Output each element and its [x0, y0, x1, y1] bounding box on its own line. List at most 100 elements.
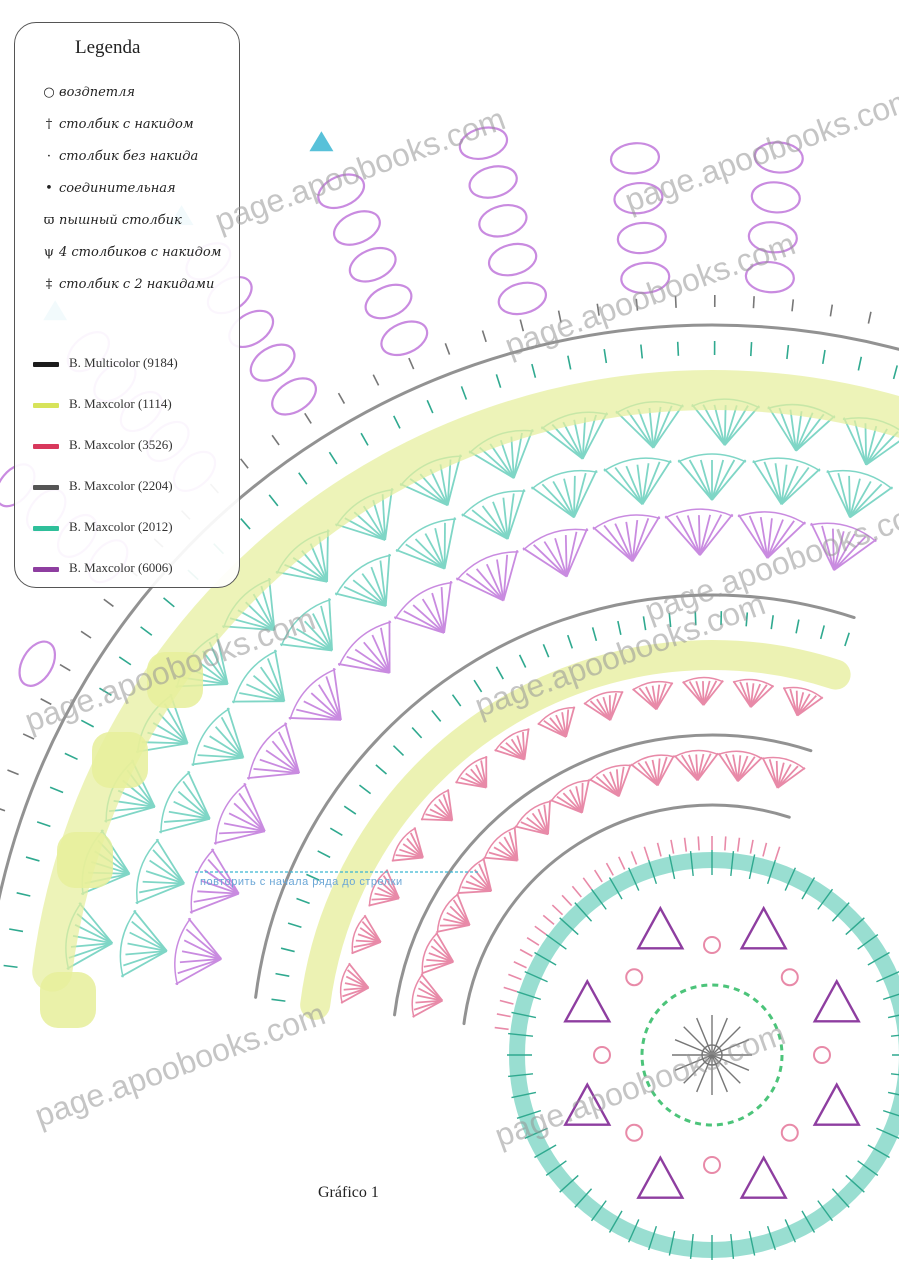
- purple-petal: [747, 221, 798, 254]
- teal-fan-cluster: [461, 489, 526, 540]
- purple-petal: [271, 377, 317, 416]
- pink-fan-cluster: [682, 676, 724, 706]
- teal-stitch-row: [25, 856, 40, 862]
- purple-petal: [487, 242, 538, 277]
- purple-petal: [497, 281, 548, 316]
- teal-fan-cluster: [280, 598, 333, 652]
- purple-petal: [620, 261, 671, 295]
- purple-petal: [468, 165, 518, 199]
- yarn-color-swatch: [33, 484, 59, 490]
- purple-petal: [753, 141, 804, 174]
- teal-stitch-row: [271, 998, 286, 1002]
- gray-stitch-row: [7, 769, 19, 776]
- stitch-symbol-label: столбик без накида: [59, 149, 199, 164]
- medallion-stitch: [608, 877, 623, 900]
- pink-fan-cluster: [483, 826, 519, 862]
- teal-stitch-row: [329, 827, 343, 837]
- gray-stitch-row: [674, 295, 677, 308]
- medallion-pink-loop: [625, 1123, 644, 1142]
- medallion-petal: [563, 978, 612, 1023]
- medallion-stitch: [766, 859, 777, 885]
- medallion-center-spoke: [711, 1039, 750, 1056]
- medallion-stitch: [817, 1200, 834, 1222]
- purple-petal: [609, 142, 661, 175]
- medallion-center-spoke: [711, 1026, 741, 1056]
- pink-stitch-row: [605, 862, 614, 876]
- gray-stitch-row: [519, 319, 525, 332]
- pink-stitch-row: [519, 948, 533, 957]
- pink-fan-cluster: [673, 749, 719, 781]
- teal-stitch-row: [306, 873, 320, 881]
- pink-fan-cluster: [583, 690, 624, 721]
- chart-caption: Gráfico 1: [318, 1184, 379, 1201]
- medallion-stitch: [784, 1219, 797, 1243]
- teal-stitch-row: [317, 850, 331, 859]
- teal-stitch-row: [495, 666, 504, 680]
- gray-stitch-row: [80, 630, 92, 639]
- medallion-stitch: [647, 1225, 658, 1251]
- pink-stitch-row: [494, 1026, 509, 1031]
- yarn-color-label: B. Maxcolor (2204): [69, 478, 173, 493]
- pink-fan-cluster: [589, 764, 632, 798]
- pink-stitch-row: [499, 999, 514, 1005]
- medallion-stitch: [574, 1188, 593, 1208]
- medallion-stitch: [627, 1219, 640, 1243]
- medallion-stitch: [890, 1073, 899, 1076]
- medallion-center-ring: [701, 1044, 723, 1066]
- gray-chain-arc: [393, 733, 813, 1017]
- medallion-center-spoke: [711, 1054, 728, 1093]
- yarn-color-swatch: [33, 361, 59, 367]
- stitch-symbol-icon: ψ: [43, 245, 55, 260]
- yarn-color-label: B. Maxcolor (2012): [69, 519, 173, 534]
- lime-block: [147, 652, 203, 708]
- medallion-pink-loop: [625, 968, 644, 987]
- pink-fan-cluster: [632, 680, 674, 711]
- gray-stitch-row: [372, 374, 380, 386]
- pink-stitch-row: [513, 961, 527, 969]
- lime-block: [57, 832, 113, 888]
- lime-band: [32, 370, 899, 992]
- teal-fan-cluster: [119, 909, 168, 978]
- gray-stitch-row: [635, 298, 639, 311]
- purple-petal: [380, 320, 429, 357]
- teal-stitch-row: [426, 399, 434, 414]
- gray-chain-arc: [254, 593, 856, 999]
- stitch-symbol-icon: ϖ: [43, 213, 55, 228]
- medallion-pink-loop: [780, 968, 799, 987]
- teal-stitch-row: [694, 611, 697, 626]
- pink-fan-cluster: [550, 779, 590, 814]
- teal-stitch-row: [287, 922, 302, 929]
- medallion-stitch: [559, 1174, 579, 1193]
- medallion-stitch: [516, 990, 542, 1001]
- pink-fan-cluster: [514, 800, 552, 836]
- gray-stitch-row: [408, 357, 415, 370]
- medallion-petal: [812, 1082, 861, 1126]
- stitch-symbol-label: воздпетля: [59, 85, 136, 100]
- teal-fan-cluster: [135, 838, 185, 905]
- medallion-stitch: [511, 1011, 537, 1019]
- teal-stitch-row: [603, 349, 608, 364]
- teal-stitch-row: [9, 928, 24, 933]
- yarn-color-swatch: [33, 566, 59, 572]
- legend-title: Legenda: [75, 37, 141, 58]
- purple-petal: [744, 260, 795, 294]
- medallion-stitch: [511, 1091, 537, 1099]
- teal-stitch-row: [298, 472, 308, 485]
- teal-fan-cluster: [232, 649, 286, 704]
- purple-fan-cluster: [592, 514, 661, 563]
- medallion-stitch: [608, 1210, 623, 1233]
- teal-stitch-row: [566, 634, 574, 649]
- pink-fan-cluster: [630, 754, 675, 787]
- legend-symbol-row: †столбик с накидом: [41, 117, 194, 132]
- medallion-stitch: [801, 1210, 816, 1233]
- pink-fan-cluster: [368, 869, 400, 907]
- medallion-stitch: [857, 1160, 879, 1177]
- teal-fan-cluster: [335, 488, 394, 541]
- pink-stitch-row: [542, 914, 555, 925]
- medallion-center-spoke: [696, 1054, 713, 1093]
- medallion-center-spoke: [683, 1054, 713, 1084]
- teal-fan-cluster: [752, 457, 821, 506]
- gray-stitch-row: [867, 311, 872, 324]
- teal-stitch-row: [296, 897, 310, 905]
- stitch-symbol-label: столбик с накидом: [59, 117, 194, 132]
